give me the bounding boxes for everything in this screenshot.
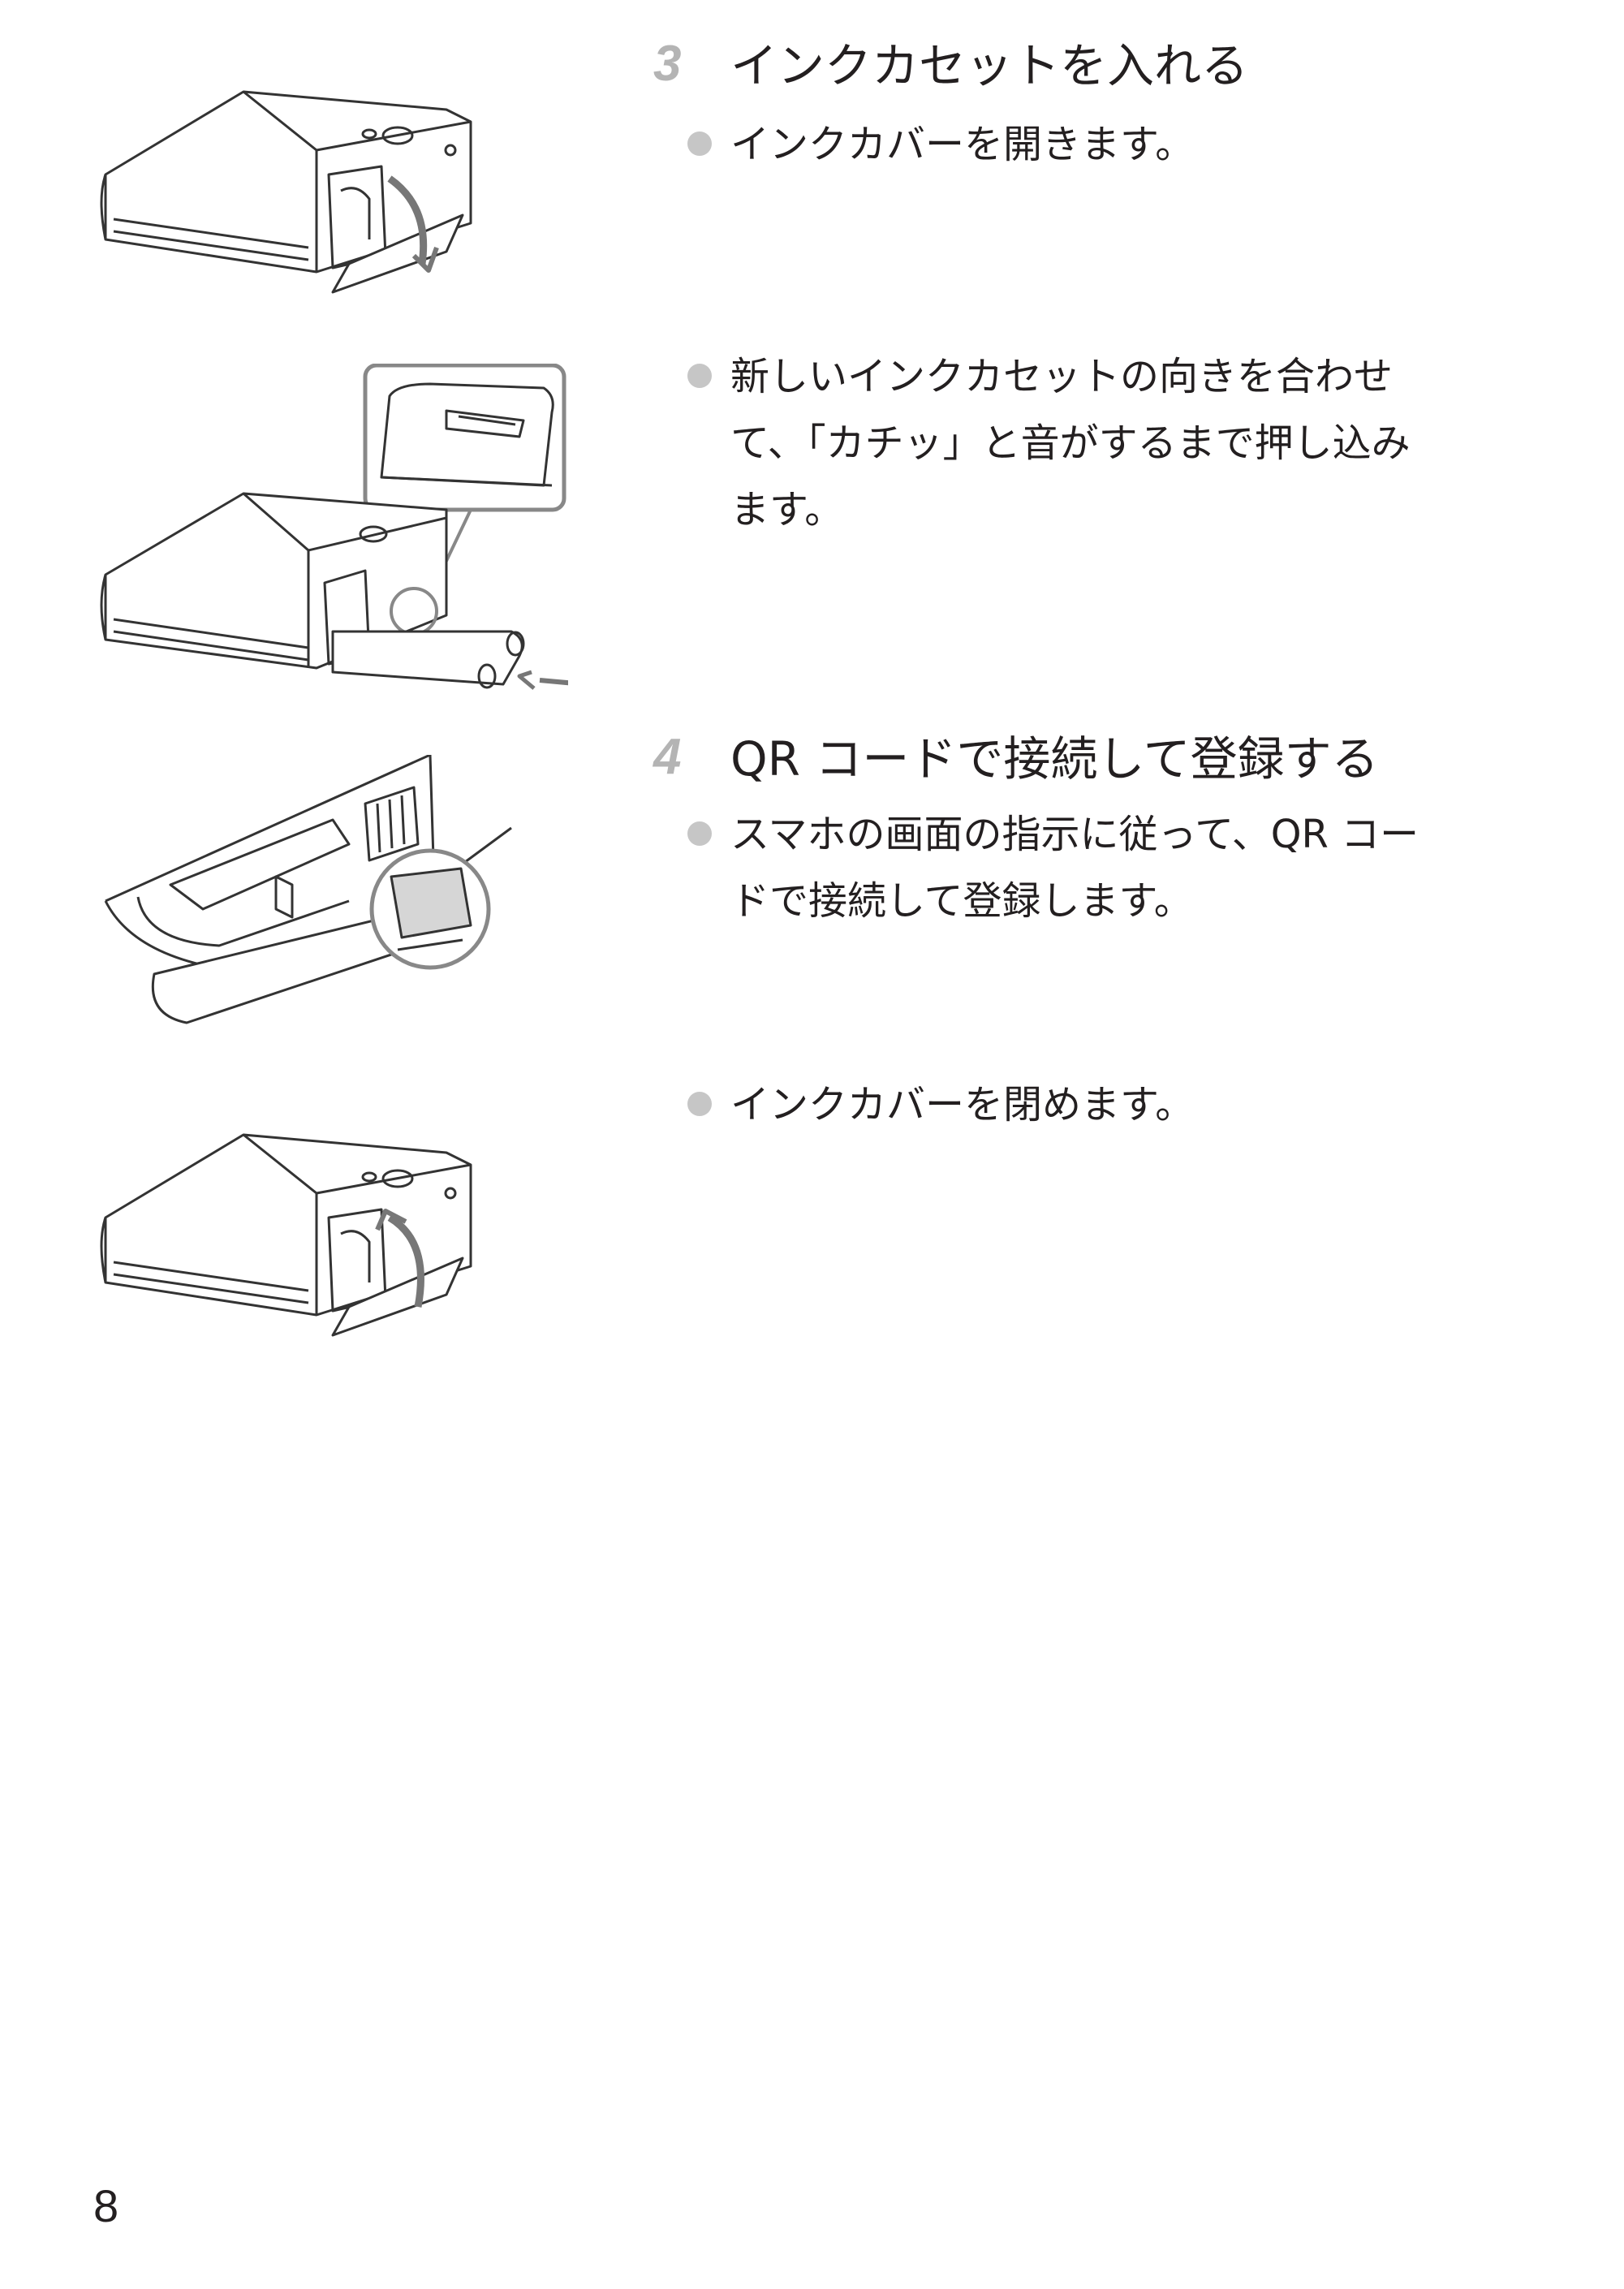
text-line: て、「カチッ」と音がするまで押し込み	[730, 420, 1411, 466]
text-line: ドで接続して登録します。	[730, 878, 1193, 924]
text-line: インクカバーを閉めます。	[730, 1082, 1195, 1127]
bullet-marker	[687, 364, 712, 388]
step-4-bullet-2: インクカバーを閉めます。	[730, 1071, 1194, 1138]
step-4-bullet-1: スマホの画面の指示に従って、QR コー ドで接続して登録します。	[730, 801, 1419, 934]
bullet-marker	[687, 1092, 712, 1116]
text-line: スマホの画面の指示に従って、QR コー	[730, 812, 1419, 857]
step-4-title: QR コードで接続して登録する	[730, 731, 1379, 787]
bullet-marker	[687, 821, 712, 846]
illustration-open-ink-cover	[100, 90, 472, 294]
text-line: ます。	[730, 487, 844, 532]
page-number: 8	[93, 2180, 119, 2231]
illustration-insert-ink-cassette	[100, 364, 568, 690]
step-4-number: 4	[653, 729, 682, 785]
step-3-bullet-1: インクカバーを開きます。	[730, 111, 1194, 178]
step-3-bullet-2: 新しいインクカセットの向きを合わせ て、「カチッ」と音がするまで押し込み ます。	[730, 343, 1411, 543]
step-3-number: 3	[653, 36, 682, 92]
bullet-marker	[687, 131, 712, 156]
illustration-close-ink-cover	[100, 1133, 472, 1337]
illustration-qr-code-location	[104, 755, 512, 1024]
text-line: インクカバーを開きます。	[730, 122, 1195, 167]
text-line: 新しいインクカセットの向きを合わせ	[730, 354, 1394, 399]
step-3-title: インクカセットを入れる	[730, 38, 1249, 93]
